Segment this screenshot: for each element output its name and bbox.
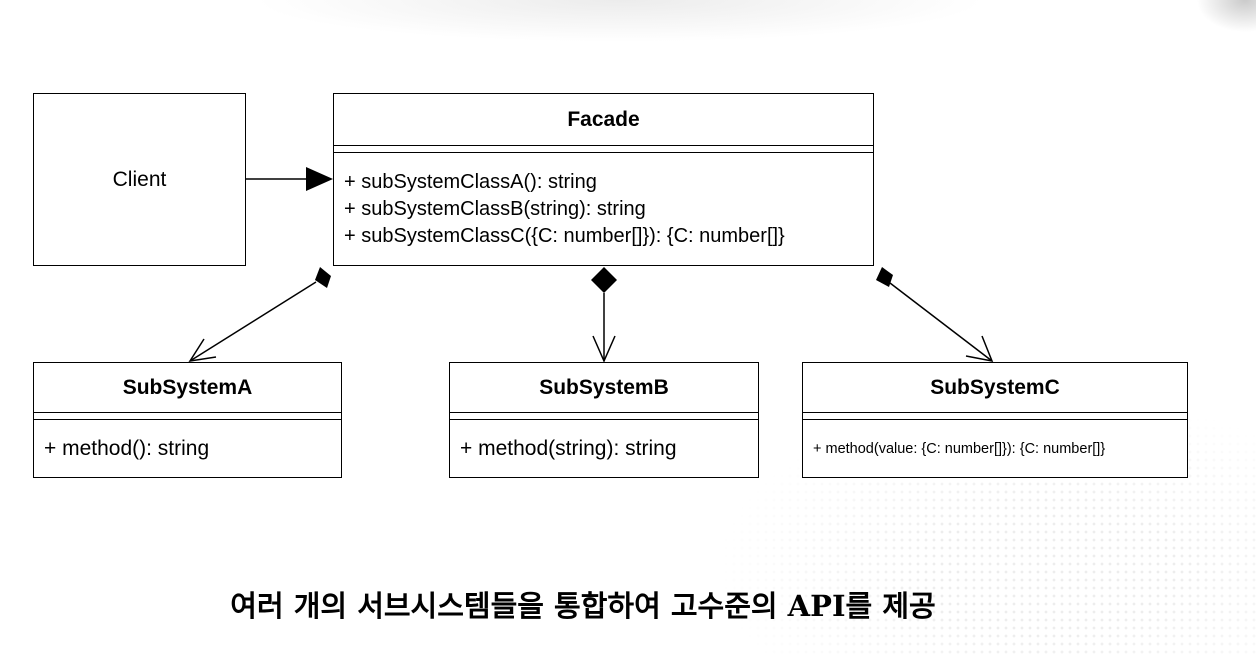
subsystem-a-methods: + method(): string: [34, 420, 341, 477]
facade-subC-arrowhead: [965, 335, 994, 362]
facade-method: + subSystemClassB(string): string: [344, 197, 646, 220]
facade-subC-line: [889, 282, 993, 362]
subsystem-c-methods: + method(value: {C: number[]}): {C: numb…: [803, 420, 1187, 477]
facade-class: Facade + subSystemClassA(): string + sub…: [333, 93, 874, 266]
facade-subB-arrowhead: [592, 335, 616, 363]
subsystem-a-class: SubSystemA + method(): string: [33, 362, 342, 478]
subsystem-c-class: SubSystemC + method(value: {C: number[]}…: [802, 362, 1188, 478]
subsystem-b-methods: + method(string): string: [450, 420, 758, 477]
subsystem-b-attributes-section: [450, 413, 758, 420]
facade-subA-arrowhead: [188, 338, 217, 362]
facade-subA-line: [189, 281, 317, 362]
subsystem-c-method: + method(value: {C: number[]}): {C: numb…: [813, 440, 1106, 457]
subsystem-b-method: + method(string): string: [460, 436, 677, 460]
composition-diamond-c: [876, 267, 893, 287]
subsystem-c-attributes-section: [803, 413, 1187, 420]
client-box: Client: [33, 93, 246, 266]
facade-methods: + subSystemClassA(): string + subSystemC…: [334, 153, 873, 265]
subsystem-c-name: SubSystemC: [803, 363, 1187, 413]
facade-method: + subSystemClassC({C: number[]}): {C: nu…: [344, 224, 785, 247]
subsystem-a-name: SubSystemA: [34, 363, 341, 413]
composition-diamond-a: [315, 267, 331, 288]
subsystem-b-class: SubSystemB + method(string): string: [449, 362, 759, 478]
subsystem-a-method: + method(): string: [44, 436, 210, 460]
subsystem-a-attributes-section: [34, 413, 341, 420]
client-facade-arrowhead: [306, 167, 333, 191]
subsystem-b-name: SubSystemB: [450, 363, 758, 413]
facade-method: + subSystemClassA(): string: [344, 170, 597, 193]
composition-diamond-b: [591, 267, 617, 293]
facade-attributes-section: [334, 146, 873, 153]
client-label: Client: [112, 167, 167, 191]
facade-class-name: Facade: [334, 94, 873, 146]
diagram-caption: 여러 개의 서브시스템들을 통합하여 고수준의 API를 제공: [230, 589, 936, 623]
